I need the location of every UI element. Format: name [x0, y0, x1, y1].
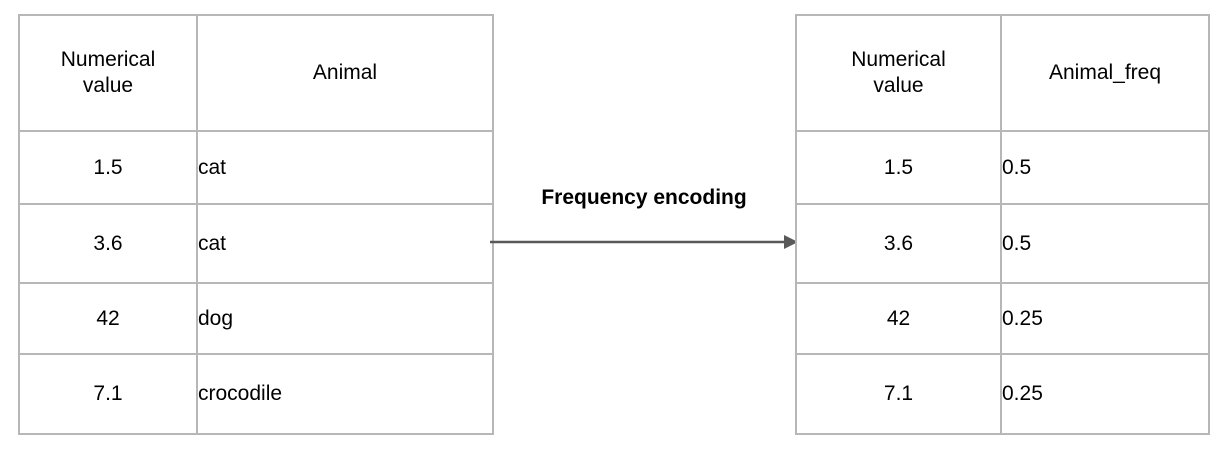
- column-header-animal-freq: Animal_freq: [1000, 14, 1210, 132]
- cell-numerical-value: 42: [18, 282, 198, 355]
- right-arrow-icon: [490, 235, 798, 249]
- cell-numerical-value: 7.1: [18, 353, 198, 435]
- original-table: Numerical value Animal 1.5 cat 3.6 cat 4…: [18, 14, 494, 435]
- table-row: 7.1 0.25: [795, 353, 1210, 435]
- cell-animal-freq: 0.25: [1000, 282, 1210, 355]
- table-row: 1.5 cat: [18, 130, 494, 205]
- cell-numerical-value: 42: [795, 282, 1002, 355]
- header-line-1: Animal: [312, 61, 378, 85]
- cell-numerical-value: 3.6: [18, 203, 198, 284]
- table-row: 42 0.25: [795, 282, 1210, 355]
- transform-annotation: Frequency encoding: [488, 186, 800, 264]
- cell-animal: cat: [196, 130, 494, 205]
- cell-numerical-value: 1.5: [795, 130, 1002, 205]
- encoded-table: Numerical value Animal_freq 1.5 0.5 3.6 …: [795, 14, 1210, 435]
- header-line-2: value: [873, 74, 924, 97]
- cell-animal-freq: 0.5: [1000, 203, 1210, 284]
- cell-animal: crocodile: [196, 353, 494, 435]
- cell-animal: cat: [196, 203, 494, 284]
- cell-numerical-value: 1.5: [18, 130, 198, 205]
- column-header-numerical-value: Numerical value: [18, 14, 198, 132]
- header-line-2: value: [82, 74, 134, 97]
- cell-animal: dog: [196, 282, 494, 355]
- header-line-1: Numerical: [851, 48, 946, 72]
- cell-numerical-value: 7.1: [795, 353, 1002, 435]
- table-row: 3.6 cat: [18, 203, 494, 284]
- header-line-1: Animal_freq: [1048, 61, 1162, 85]
- transform-label: Frequency encoding: [541, 186, 747, 209]
- table-row: 3.6 0.5: [795, 203, 1210, 284]
- column-header-animal: Animal: [196, 14, 494, 132]
- table-header-row: Numerical value Animal: [18, 14, 494, 132]
- table-row: 7.1 crocodile: [18, 353, 494, 435]
- cell-animal-freq: 0.25: [1000, 353, 1210, 435]
- cell-numerical-value: 3.6: [795, 203, 1002, 284]
- header-line-1: Numerical: [60, 48, 156, 72]
- table-row: 42 dog: [18, 282, 494, 355]
- table-row: 1.5 0.5: [795, 130, 1210, 205]
- column-header-numerical-value: Numerical value: [795, 14, 1002, 132]
- cell-animal-freq: 0.5: [1000, 130, 1210, 205]
- table-header-row: Numerical value Animal_freq: [795, 14, 1210, 132]
